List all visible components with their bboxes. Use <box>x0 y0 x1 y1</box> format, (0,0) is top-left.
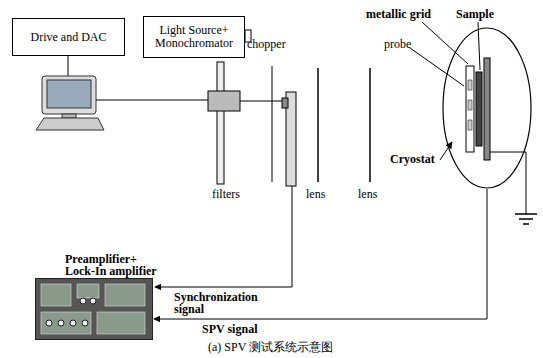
part-label: lens <box>358 188 377 200</box>
panel <box>41 312 91 334</box>
figure-caption: (a) SPV 测试系统示意图 <box>208 340 333 354</box>
part-label: Sample <box>456 8 494 20</box>
knob <box>82 320 88 326</box>
drawing-part <box>272 66 273 182</box>
part-label: lens <box>306 188 325 200</box>
drawing-part <box>155 186 292 287</box>
signal-label: Synchronization signal <box>174 291 256 315</box>
process-box: Drive and DAC <box>12 18 125 56</box>
panel <box>97 312 145 334</box>
node-heading: Cryostat <box>390 153 435 165</box>
lens <box>369 68 371 182</box>
knob <box>70 320 76 326</box>
part-label: chopper <box>247 38 286 50</box>
signal-connector <box>154 189 487 319</box>
drawing-part <box>515 213 537 215</box>
knob <box>58 320 64 326</box>
drawing-part <box>36 118 104 130</box>
panel <box>105 284 145 306</box>
drawing-part <box>282 98 288 108</box>
drawing-part <box>468 120 472 130</box>
ground-symbol <box>490 152 537 224</box>
sample-stack <box>466 58 490 160</box>
drawing-part <box>468 80 472 90</box>
drawing-part <box>217 62 224 184</box>
filter-wheel <box>208 62 286 184</box>
cryostat-outline <box>442 27 532 189</box>
lens <box>317 68 319 182</box>
drawing-part <box>523 223 529 225</box>
knob <box>80 298 86 304</box>
drawing-part <box>466 66 474 152</box>
node-label: Drive and DAC <box>31 31 107 44</box>
leader-line <box>410 48 464 86</box>
computer-icon <box>36 56 208 130</box>
cryostat-ellipse <box>443 28 531 188</box>
drawing-part <box>96 100 208 101</box>
panel <box>77 284 99 298</box>
drawing-part <box>47 80 91 108</box>
lock-in-amplifier: Preamplifier+ Lock-In amplifier <box>35 278 153 340</box>
cryostat-ellipse: Cryostat <box>442 27 532 189</box>
node-label: Light Source+ Monochromator <box>148 24 240 50</box>
drawing-part <box>468 100 472 110</box>
part-label: filters <box>212 188 240 200</box>
drawing-part <box>484 58 490 160</box>
sync-signal-line <box>155 186 292 287</box>
signal-label: SPV signal <box>200 323 259 335</box>
drawing-part <box>519 218 533 220</box>
node-heading: Preamplifier+ Lock-In amplifier <box>65 253 165 277</box>
device-drawing <box>35 278 153 340</box>
part-label: metallic grid <box>366 8 431 20</box>
drawing-part <box>208 91 240 111</box>
drawing-part <box>62 114 76 118</box>
part-label: probe <box>384 38 411 50</box>
knob <box>46 320 52 326</box>
panel <box>41 284 71 306</box>
process-box: Light Source+ Monochromator <box>143 16 245 58</box>
chopper <box>272 66 296 186</box>
drawing-part <box>240 101 286 102</box>
drawing-part <box>490 152 526 214</box>
drawing-part <box>68 56 69 76</box>
knob <box>90 298 96 304</box>
drawing-part <box>42 76 96 114</box>
drawing-part <box>476 72 482 146</box>
